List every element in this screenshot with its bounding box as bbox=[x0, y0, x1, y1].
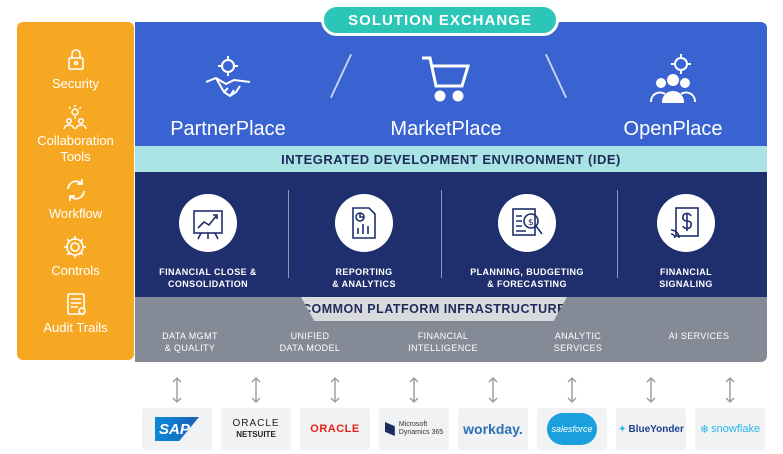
double-arrow-icon bbox=[567, 376, 577, 404]
double-arrow-icon bbox=[725, 376, 735, 404]
handshake-gear-icon bbox=[205, 56, 251, 98]
capability-financial-signaling: FINANCIAL SIGNALING bbox=[616, 194, 756, 290]
capability-icon-circle bbox=[657, 194, 715, 252]
dollar-magnifier-icon: $ bbox=[512, 208, 543, 236]
blueyonder-mark-icon: ✦ bbox=[618, 423, 627, 435]
capability-sidebar: Security Collaboration Tools Workflow Co… bbox=[17, 22, 134, 360]
place-label: OpenPlace bbox=[623, 118, 723, 140]
sidebar-item-audit-trails: Audit Trails bbox=[43, 290, 108, 336]
infra-item-financial-intelligence: FINANCIAL INTELLIGENCE bbox=[408, 331, 478, 353]
netsuite-line1: ORACLE bbox=[232, 418, 280, 429]
sidebar-label: Audit Trails bbox=[43, 320, 108, 336]
sidebar-item-controls: Controls bbox=[51, 233, 100, 279]
solution-exchange-banner: SOLUTION EXCHANGE bbox=[321, 4, 559, 36]
logo-snowflake: ❄ snowflake bbox=[695, 408, 765, 450]
report-chart-icon bbox=[352, 207, 376, 239]
double-arrow-icon bbox=[409, 376, 419, 404]
infrastructure-title: COMMON PLATFORM INFRASTRUCTURE bbox=[301, 297, 567, 321]
infra-item-ai-services: AI SERVICES bbox=[668, 331, 730, 341]
sidebar-label: Workflow bbox=[48, 205, 103, 221]
double-arrow-icon bbox=[488, 376, 498, 404]
divider bbox=[544, 53, 568, 99]
people-gear-icon bbox=[650, 54, 696, 103]
infra-item-data-mgmt: DATA MGMT & QUALITY bbox=[162, 331, 218, 353]
capability-icon-circle bbox=[179, 194, 237, 252]
double-arrow-icon bbox=[251, 376, 261, 404]
capability-reporting: REPORTING & ANALYTICS bbox=[294, 194, 434, 290]
capability-label: PLANNING, BUDGETING & FORECASTING bbox=[470, 267, 584, 289]
oracle-logo-text: ORACLE bbox=[310, 423, 360, 435]
logo-salesforce: salesforce bbox=[537, 408, 607, 450]
place-label: PartnerPlace bbox=[170, 118, 286, 140]
sidebar-label: Security bbox=[52, 75, 99, 91]
capability-label: REPORTING & ANALYTICS bbox=[332, 267, 396, 289]
sidebar-item-workflow: Workflow bbox=[49, 176, 102, 222]
shopping-cart-icon bbox=[422, 56, 471, 102]
logo-microsoft-dynamics: Microsoft Dynamics 365 bbox=[379, 408, 449, 450]
refresh-cycle-icon bbox=[66, 178, 85, 201]
sidebar-item-collaboration-tools: Collaboration Tools bbox=[37, 103, 114, 165]
document-icon bbox=[66, 293, 86, 316]
logo-sap: SAP bbox=[142, 408, 212, 450]
capabilities-band: FINANCIAL CLOSE & CONSOLIDATION REPORTIN… bbox=[135, 172, 767, 297]
snowflake-icon: ❄ bbox=[699, 423, 710, 436]
openplace-block: OpenPlace bbox=[610, 52, 736, 141]
team-icon bbox=[63, 104, 88, 129]
infra-item-analytic-services: ANALYTIC SERVICES bbox=[553, 331, 603, 353]
sidebar-label: Controls bbox=[51, 263, 100, 279]
salesforce-logo-text: salesforce bbox=[547, 413, 597, 445]
blueyonder-logo-text: BlueYonder bbox=[628, 423, 684, 435]
workday-logo-text: workday. bbox=[463, 421, 523, 437]
dynamics-mark-icon bbox=[384, 422, 395, 436]
capability-planning: $ PLANNING, BUDGETING & FORECASTING bbox=[457, 194, 597, 290]
dollar-signal-icon bbox=[670, 207, 699, 239]
snowflake-logo: ❄ snowflake bbox=[700, 423, 760, 436]
capability-icon-circle: $ bbox=[498, 194, 556, 252]
capability-financial-close: FINANCIAL CLOSE & CONSOLIDATION bbox=[138, 194, 278, 290]
sidebar-item-security: Security bbox=[52, 46, 99, 92]
marketplace-panel: PartnerPlace MarketPlace OpenPlace bbox=[135, 22, 767, 146]
lock-icon bbox=[67, 48, 84, 70]
infrastructure-band: COMMON PLATFORM INFRASTRUCTURE DATA MGMT… bbox=[135, 297, 767, 362]
logo-oracle-netsuite: ORACLE NETSUITE bbox=[221, 408, 291, 450]
double-arrow-icon bbox=[330, 376, 340, 404]
divider bbox=[329, 53, 353, 99]
capability-label: FINANCIAL SIGNALING bbox=[659, 267, 713, 289]
ide-bar: INTEGRATED DEVELOPMENT ENVIRONMENT (IDE) bbox=[135, 146, 767, 172]
growth-chart-icon bbox=[193, 210, 223, 240]
capability-icon-circle bbox=[335, 194, 393, 252]
dynamics-logo-text: Microsoft Dynamics 365 bbox=[398, 421, 444, 436]
double-arrow-icon bbox=[172, 376, 182, 404]
netsuite-line2: NETSUITE bbox=[236, 430, 276, 439]
svg-text:$: $ bbox=[528, 218, 534, 228]
netsuite-logo-text: ORACLE NETSUITE bbox=[232, 418, 279, 440]
dynamics-logo: Microsoft Dynamics 365 bbox=[384, 421, 444, 437]
snowflake-logo-text: snowflake bbox=[711, 423, 761, 435]
infra-item-unified-data-model: UNIFIED DATA MODEL bbox=[279, 331, 341, 353]
gear-icon bbox=[64, 236, 87, 259]
double-arrow-icon bbox=[646, 376, 656, 404]
divider bbox=[441, 190, 442, 278]
partnerplace-block: PartnerPlace bbox=[165, 52, 291, 141]
logo-blueyonder: ✦ BlueYonder bbox=[616, 408, 686, 450]
sap-logo-text: SAP bbox=[155, 417, 199, 441]
logo-oracle: ORACLE bbox=[300, 408, 370, 450]
marketplace-block: MarketPlace bbox=[383, 52, 509, 141]
capability-label: FINANCIAL CLOSE & CONSOLIDATION bbox=[159, 267, 257, 289]
sidebar-label: Collaboration Tools bbox=[37, 132, 114, 164]
blueyonder-logo: ✦ BlueYonder bbox=[618, 424, 684, 435]
logo-workday: workday. bbox=[458, 408, 528, 450]
divider bbox=[617, 190, 618, 278]
place-label: MarketPlace bbox=[390, 118, 502, 140]
divider bbox=[288, 190, 289, 278]
